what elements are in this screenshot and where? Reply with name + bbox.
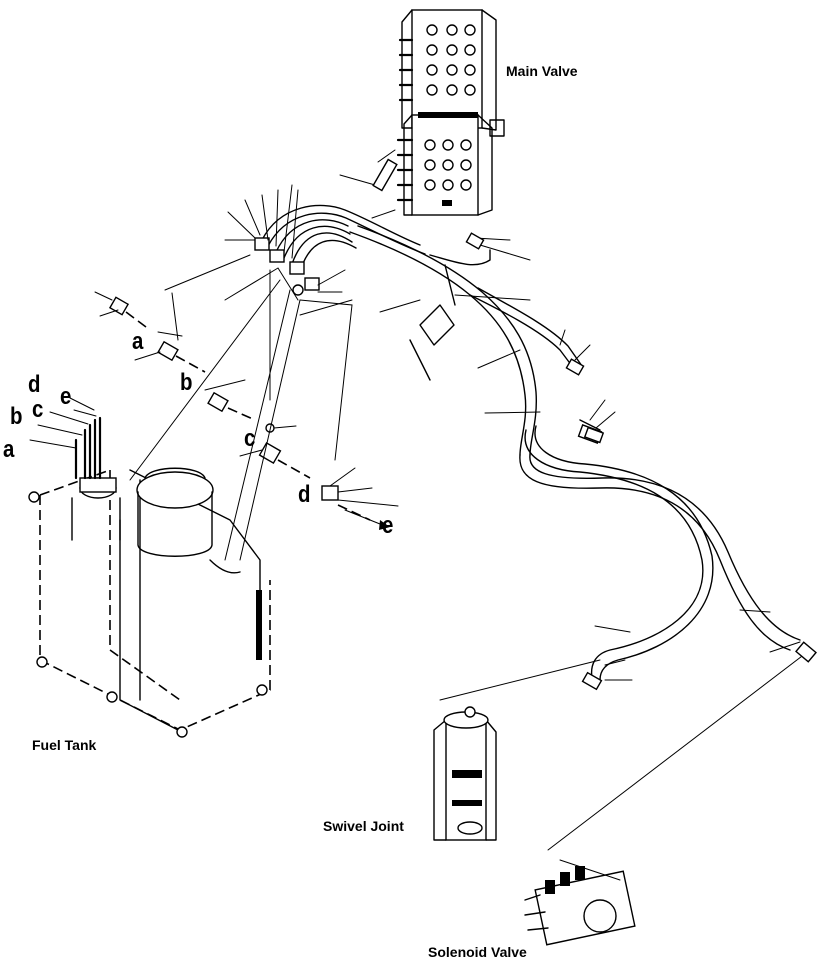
swivel-joint-label: Swivel Joint xyxy=(323,818,404,834)
tank-ref-c: c xyxy=(32,396,44,423)
main-valve-label: Main Valve xyxy=(506,63,578,79)
line-ref-d: d xyxy=(298,481,311,508)
tank-ref-b: b xyxy=(10,403,23,430)
fittings-and-leaders xyxy=(94,184,399,561)
swivel-joint-drawing xyxy=(433,659,601,841)
line-ref-e: e xyxy=(382,512,394,539)
misc-leaders xyxy=(339,149,817,691)
fuel-tank-label: Fuel Tank xyxy=(32,737,97,753)
tank-ref-a: a xyxy=(3,436,15,463)
fuel-tank-drawing xyxy=(28,397,271,738)
hose-routing xyxy=(261,204,801,681)
line-ref-b: b xyxy=(180,369,193,396)
tank-ref-d: d xyxy=(28,371,41,398)
solenoid-valve-label: Solenoid Valve xyxy=(428,944,527,960)
line-ref-c: c xyxy=(244,425,256,452)
line-ref-a: a xyxy=(132,328,144,355)
solenoid-valve-drawing xyxy=(524,649,811,946)
tank-ref-e: e xyxy=(60,383,72,410)
main-valve-drawing xyxy=(396,9,505,216)
